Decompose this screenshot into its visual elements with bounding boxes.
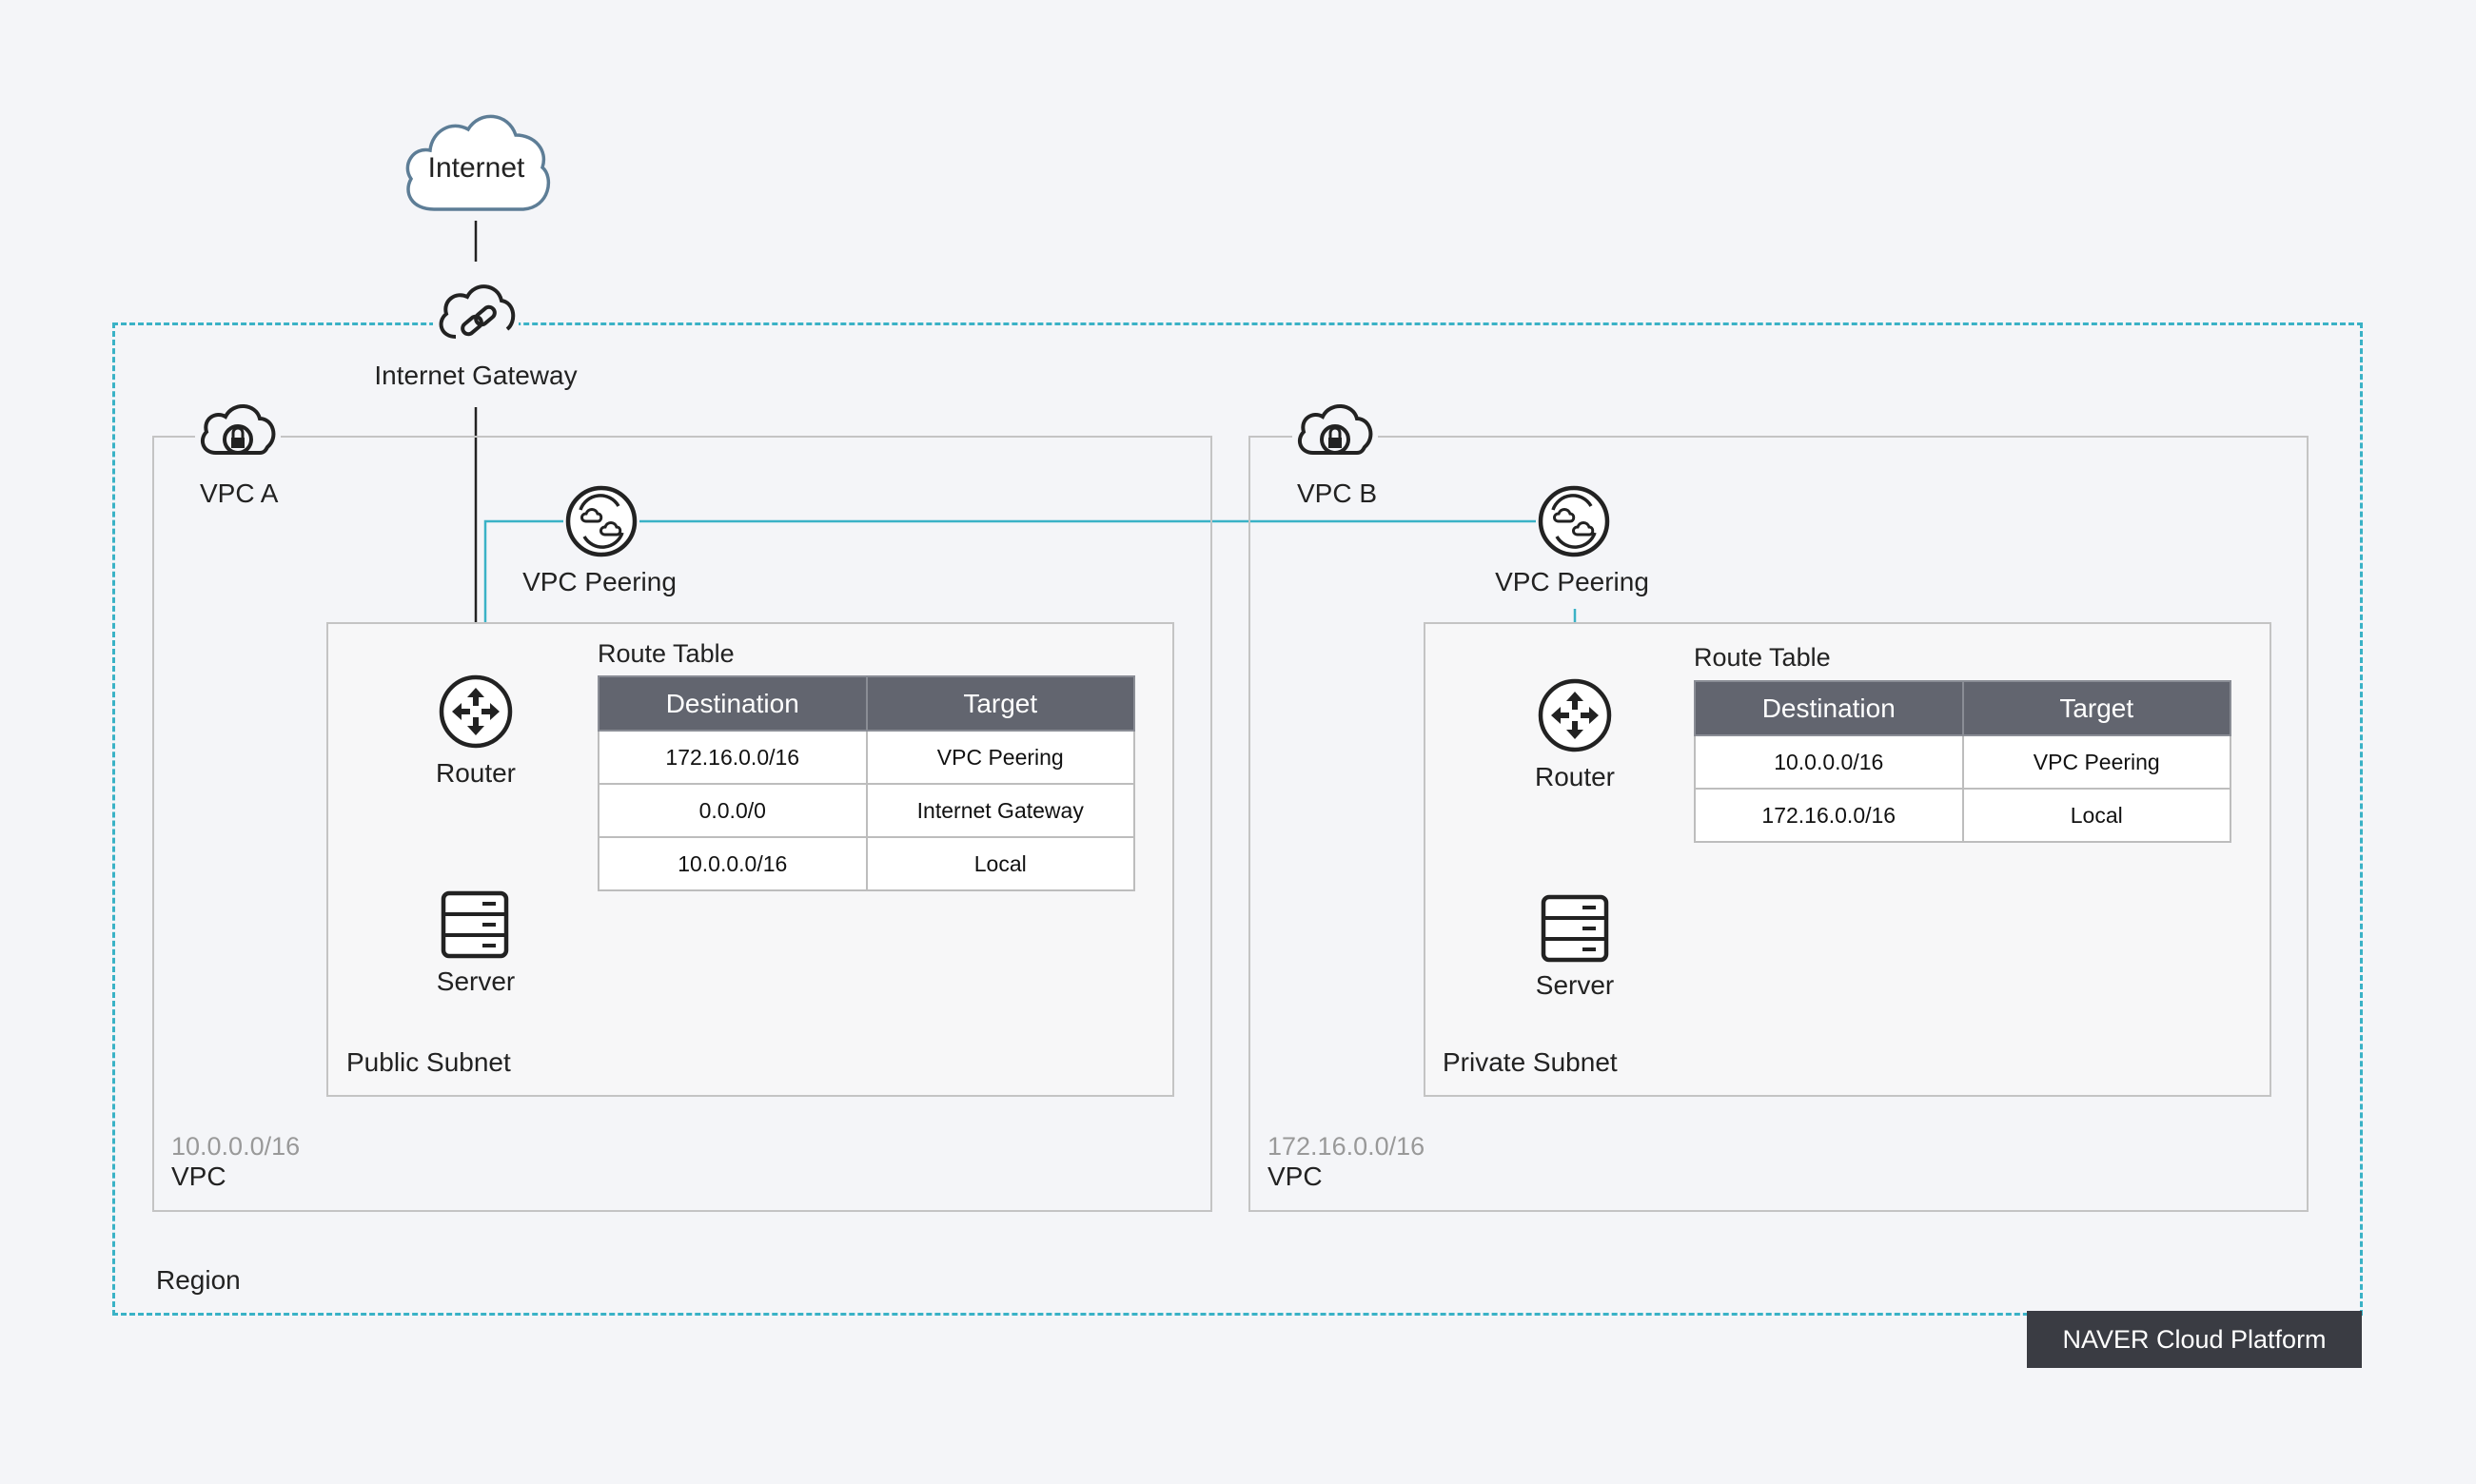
server-b-node: [1541, 894, 1609, 963]
internet-gateway-label: Internet Gateway: [374, 361, 578, 390]
route-table-b: Destination Target 10.0.0.0/16 VPC Peeri…: [1694, 680, 2231, 843]
route-table-b-header-destination: Destination: [1694, 680, 1964, 736]
router-b-label: Router: [1534, 762, 1616, 791]
vpc-b-peering-node: [1536, 483, 1612, 559]
vpc-a-peering-label: VPC Peering: [522, 567, 677, 596]
table-row: 172.16.0.0/16 Local: [1694, 788, 2231, 843]
table-row: 10.0.0.0/16 Local: [598, 836, 1135, 891]
vpc-b-peering-label: VPC Peering: [1495, 567, 1649, 596]
vpc-peering-icon: [1538, 485, 1610, 557]
region-label: Region: [156, 1265, 241, 1295]
table-row: 10.0.0.0/16 VPC Peering: [1694, 734, 2231, 790]
router-a-node: [437, 673, 515, 751]
gateway-cloud-link-icon: [439, 284, 516, 339]
server-a-node: [441, 890, 509, 959]
public-subnet-label: Public Subnet: [346, 1047, 511, 1077]
table-row: 172.16.0.0/16 VPC Peering: [598, 730, 1135, 785]
region-boundary: [112, 322, 2363, 1316]
router-a-label: Router: [435, 758, 517, 788]
server-icon: [441, 890, 509, 959]
router-b-node: [1536, 676, 1614, 754]
brand-badge: NAVER Cloud Platform: [2027, 1311, 2362, 1368]
route-target: Internet Gateway: [865, 783, 1135, 838]
route-table-b-title: Route Table: [1694, 643, 1831, 672]
brand-label: NAVER Cloud Platform: [2062, 1325, 2327, 1354]
route-target: VPC Peering: [865, 730, 1135, 785]
vpc-a-type: VPC: [171, 1162, 226, 1191]
server-b-label: Server: [1535, 970, 1615, 1000]
vpc-b-cidr: 172.16.0.0/16: [1267, 1132, 1425, 1161]
internet-gateway-node: [433, 278, 519, 349]
internet-node: Internet: [398, 107, 555, 221]
vpc-a-label: VPC A: [200, 478, 279, 508]
peering-a-router-link: [483, 519, 571, 664]
route-table-a-header-destination: Destination: [598, 675, 868, 732]
route-target: Local: [1961, 788, 2231, 843]
vpc-a-container: [152, 436, 1212, 1212]
internet-label: Internet: [427, 152, 525, 184]
vpc-a-icon-wrap: [195, 398, 281, 466]
private-subnet-label: Private Subnet: [1443, 1047, 1618, 1077]
route-target: Local: [865, 836, 1135, 891]
vpc-b-container: [1248, 436, 2309, 1212]
route-table-a-title: Route Table: [598, 639, 735, 668]
vpc-b-icon-wrap: [1292, 398, 1378, 466]
route-destination: 10.0.0.0/16: [598, 836, 868, 891]
server-icon: [1541, 894, 1609, 963]
vpc-a-peering-node: [563, 483, 639, 559]
route-table-a: Destination Target 172.16.0.0/16 VPC Pee…: [598, 675, 1135, 891]
route-destination: 172.16.0.0/16: [1694, 788, 1964, 843]
vpc-peering-icon: [565, 485, 638, 557]
route-table-b-header-target: Target: [1961, 680, 2231, 736]
router-icon: [439, 674, 513, 749]
cloud-icon: [405, 114, 551, 211]
route-destination: 0.0.0/0: [598, 783, 868, 838]
route-destination: 10.0.0.0/16: [1694, 734, 1964, 790]
vpc-b-label: VPC B: [1297, 478, 1378, 508]
vpc-lock-cloud-icon: [1297, 404, 1373, 455]
router-icon: [1538, 678, 1612, 752]
server-a-label: Server: [436, 967, 516, 996]
route-destination: 172.16.0.0/16: [598, 730, 868, 785]
vpc-a-cidr: 10.0.0.0/16: [171, 1132, 301, 1161]
vpc-lock-cloud-icon: [200, 404, 276, 455]
route-target: VPC Peering: [1961, 734, 2231, 790]
table-row: 0.0.0/0 Internet Gateway: [598, 783, 1135, 838]
vpc-b-type: VPC: [1267, 1162, 1323, 1191]
route-table-a-header-target: Target: [865, 675, 1135, 732]
